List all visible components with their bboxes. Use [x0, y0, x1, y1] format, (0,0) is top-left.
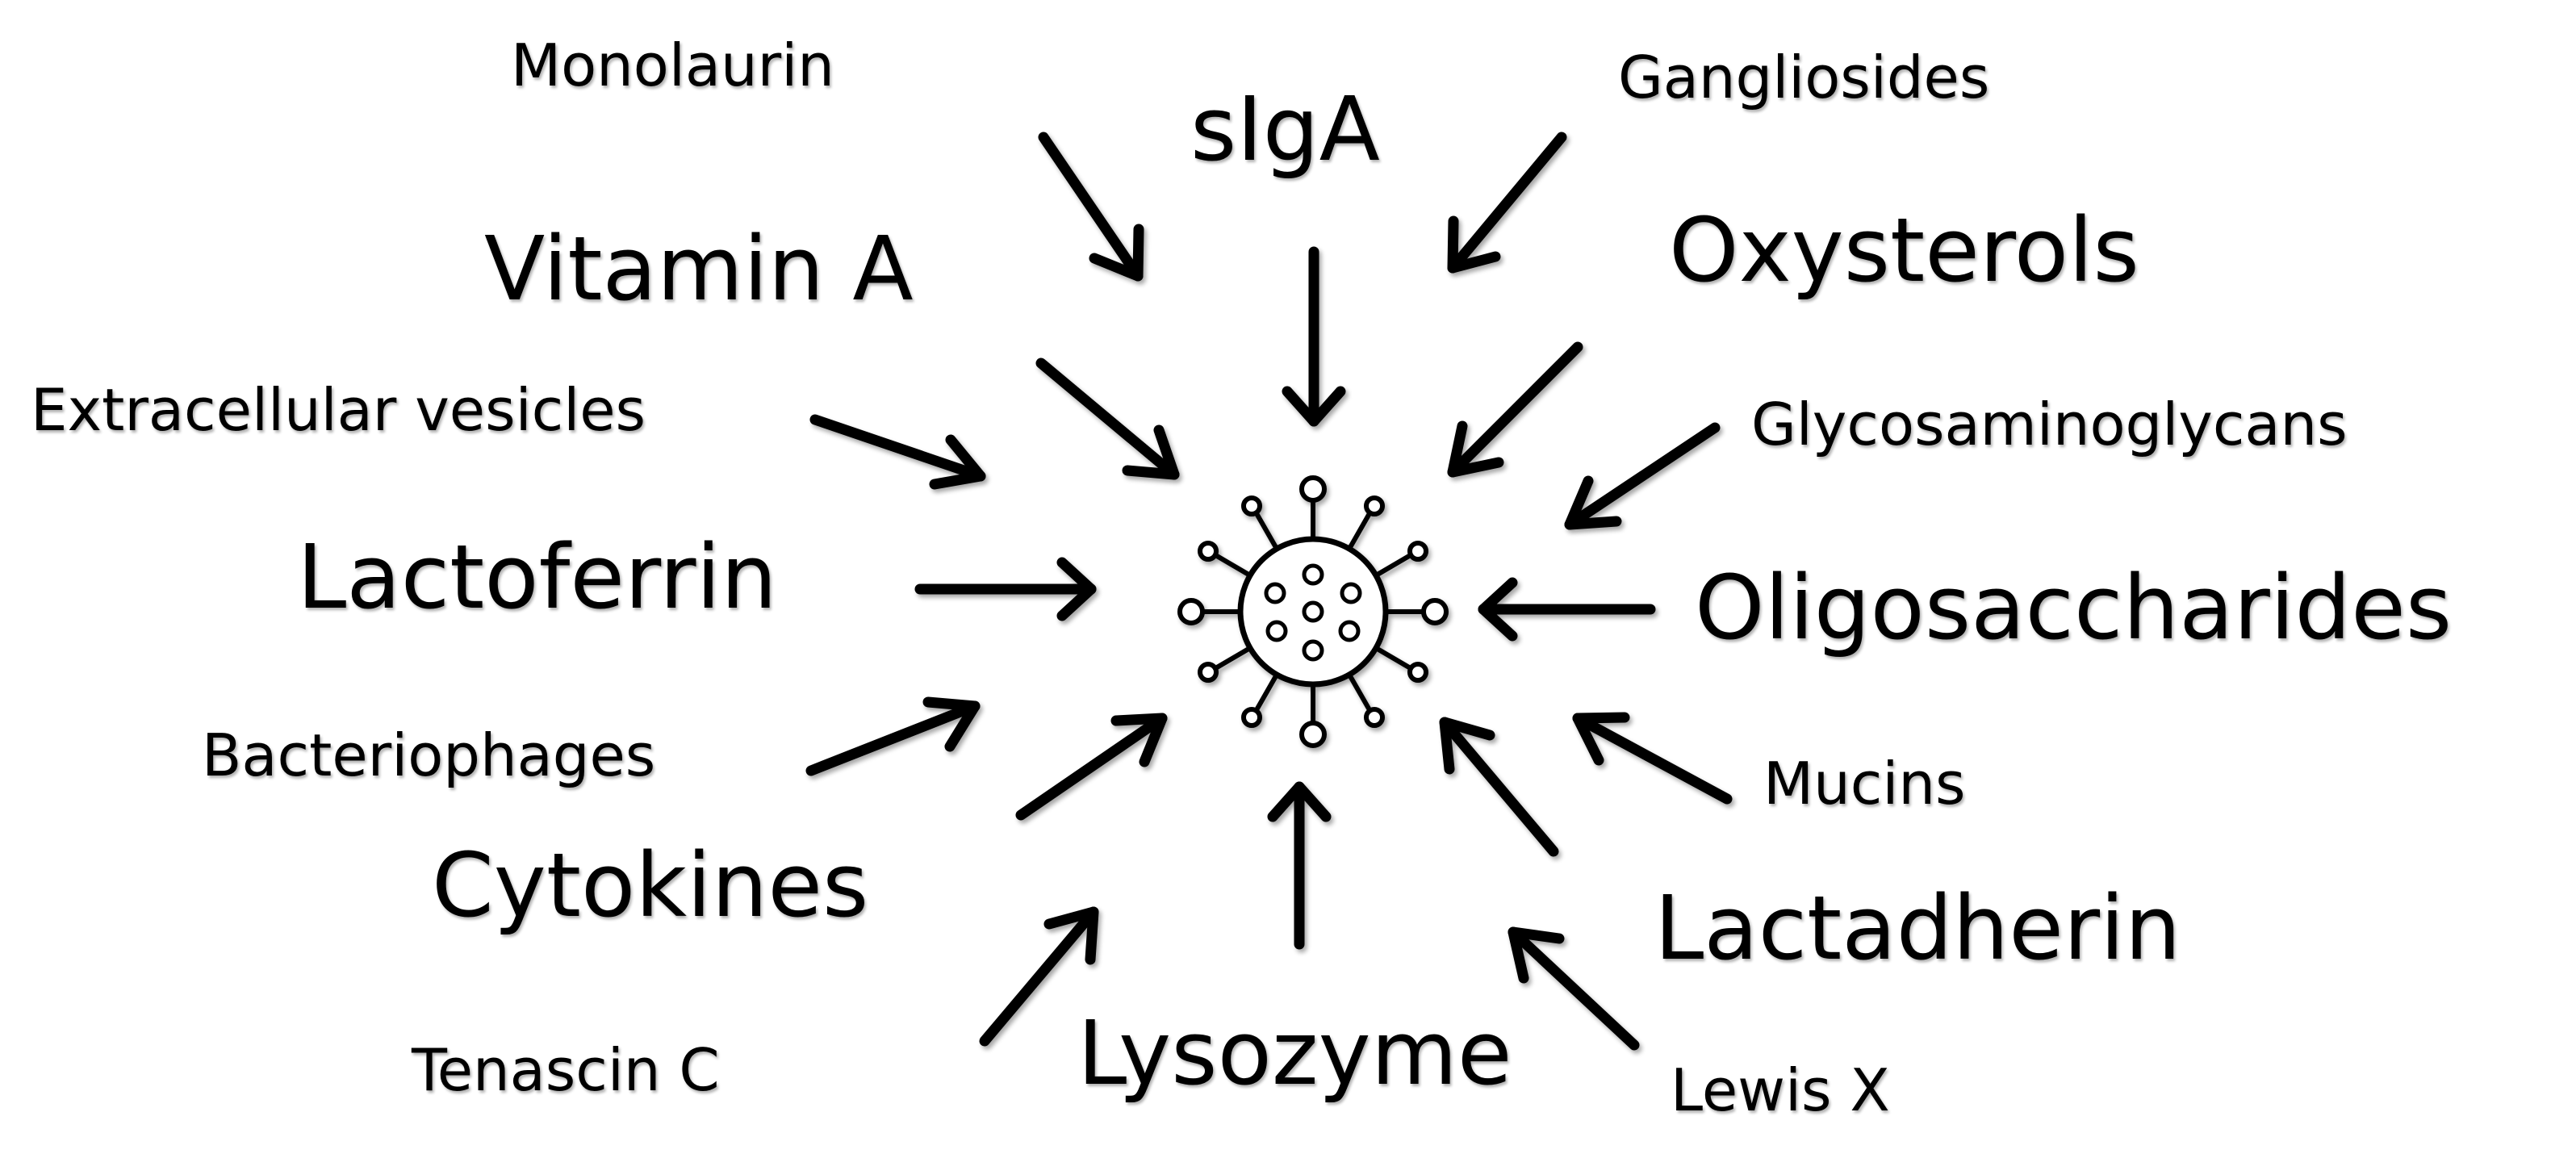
arrow-from-lewis-x: [1508, 926, 1640, 1051]
label-monolaurin: Monolaurin: [511, 31, 834, 99]
arrow-from-oligosaccharides: [1478, 577, 1656, 642]
arrow-from-lactadherin: [1439, 717, 1559, 857]
arrow-from-glycosaminoglycans: [1564, 422, 1721, 530]
arrow-from-extracellular-vesicles: [809, 414, 986, 490]
label-lewis-x: Lewis X: [1671, 1056, 1890, 1124]
label-lactoferrin: Lactoferrin: [297, 525, 777, 629]
arrow-from-monolaurin: [1038, 132, 1144, 282]
arrow-from-gangliosides: [1447, 132, 1567, 274]
arrow-from-lactoferrin: [914, 557, 1097, 621]
label-glycosaminoglycans: Glycosaminoglycans: [1751, 391, 2348, 458]
label-vitamin-a: Vitamin A: [484, 217, 914, 320]
arrow-from-oxysterols: [1447, 341, 1583, 478]
arrow-from-cytokines: [1015, 713, 1168, 821]
label-gangliosides: Gangliosides: [1618, 44, 1990, 111]
label-extracellular-vesicles: Extracellular vesicles: [31, 376, 646, 444]
label-oxysterols: Oxysterols: [1669, 199, 2139, 302]
label-sIgA: sIgA: [1190, 77, 1380, 181]
arrow-from-vitamin-a: [1035, 357, 1180, 480]
label-oligosaccharides: Oligosaccharides: [1695, 556, 2453, 659]
label-lactadherin: Lactadherin: [1654, 876, 2181, 980]
label-cytokines: Cytokines: [432, 834, 869, 937]
label-bacteriophages: Bacteriophages: [202, 721, 656, 789]
label-lysozyme: Lysozyme: [1077, 1001, 1512, 1105]
arrow-from-sIgA: [1282, 246, 1346, 427]
arrow-from-bacteriophages: [805, 696, 981, 776]
arrow-from-mucins: [1572, 712, 1733, 805]
label-tenascin-c: Tenascin C: [412, 1036, 720, 1104]
label-mucins: Mucins: [1763, 750, 1966, 817]
arrow-from-tenascin-c: [979, 906, 1099, 1047]
arrow-from-lysozyme: [1267, 781, 1332, 950]
virus-icon: [1177, 475, 1449, 748]
